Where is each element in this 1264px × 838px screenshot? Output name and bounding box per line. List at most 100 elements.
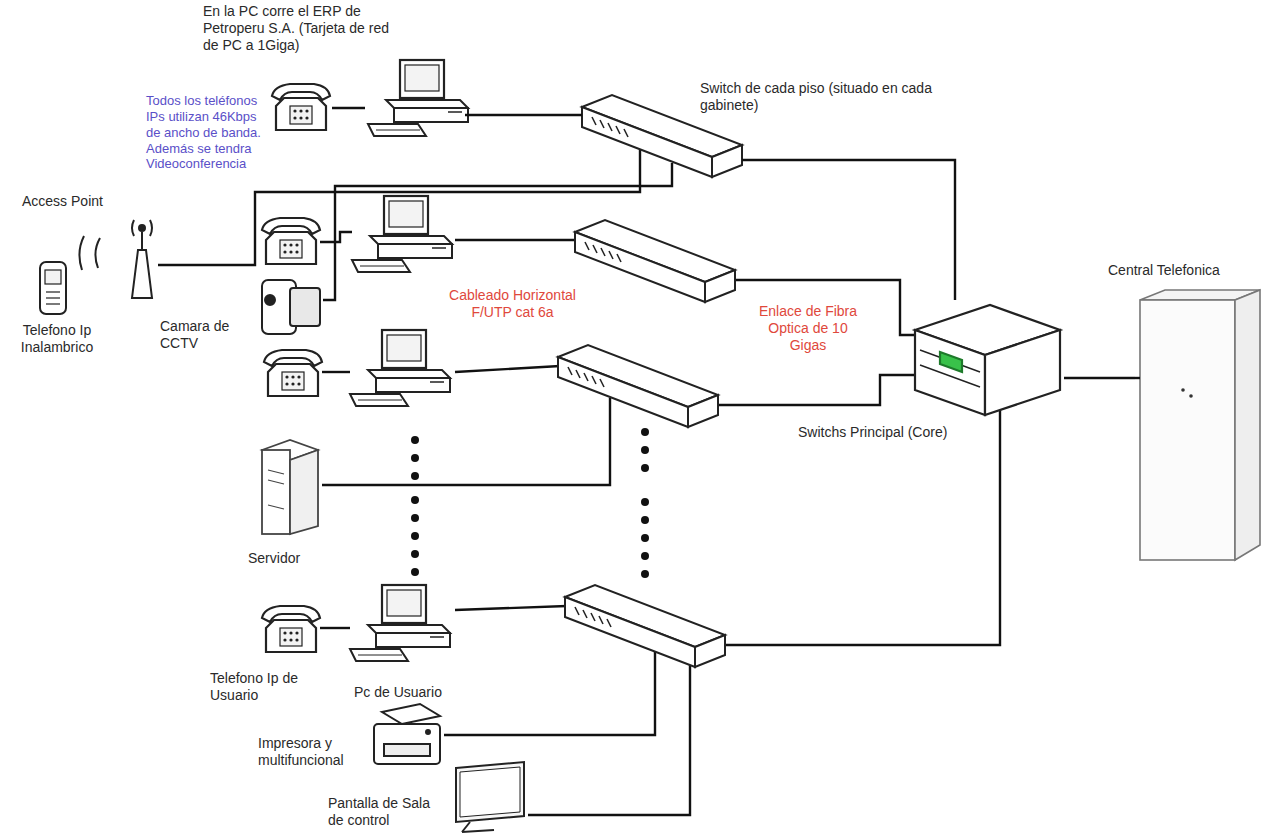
screen-icon-part xyxy=(462,822,470,832)
access-point-icon xyxy=(79,220,152,298)
device-caption: En la PC corre el ERP de Petroperu S.A. … xyxy=(203,3,398,54)
wire-part xyxy=(444,652,655,735)
wire-part xyxy=(528,665,690,815)
continuation-dots-part xyxy=(641,498,649,506)
device-node: Pc de Usuario xyxy=(348,580,458,668)
note-text: Todos los teléfonos IPs utilizan 46Kbps … xyxy=(146,93,270,172)
device-caption: Access Point xyxy=(22,193,122,210)
core-switch-icon-part xyxy=(940,352,962,372)
device-node: Camara de CCTV xyxy=(255,268,323,338)
camera-icon-part xyxy=(265,295,275,305)
wire-part xyxy=(455,239,578,241)
printer-icon-part xyxy=(374,724,440,764)
server-icon-part xyxy=(262,450,290,534)
device-node: Switch de cada piso (situado en cada gab… xyxy=(582,95,742,177)
pc-icon xyxy=(368,60,468,136)
wireless-phone-icon-part xyxy=(46,303,60,304)
continuation-dots-part xyxy=(411,436,419,444)
device-caption: Impresora y multifuncional xyxy=(258,735,370,769)
continuation-dots-part xyxy=(411,514,419,522)
access-point-icon-part xyxy=(141,232,143,250)
cable-note: Cableado Horizontal F/UTP cat 6a xyxy=(430,287,595,321)
exchange-link xyxy=(1135,377,1140,379)
continuation-dots-part xyxy=(411,550,419,558)
wire-part xyxy=(455,606,567,610)
camera-icon-part xyxy=(290,288,320,326)
wireless-phone-icon-part xyxy=(45,270,61,284)
camera-icon xyxy=(262,280,320,334)
printer-icon-part xyxy=(382,704,440,724)
device-caption: Pantalla de Sala de control xyxy=(328,795,440,829)
continuation-dots xyxy=(411,428,649,578)
link-note: Enlace de Fibra Optica de 10 Gigas xyxy=(756,303,860,354)
core-switch-icon-part xyxy=(915,330,985,415)
screen-icon-part xyxy=(456,762,524,822)
wire-part xyxy=(455,366,560,372)
wire-part xyxy=(320,232,352,242)
device-node: Servidor xyxy=(258,440,320,535)
phone-exchange-icon-part xyxy=(1181,388,1185,392)
wire xyxy=(158,108,1000,815)
device-node: Central Telefonica xyxy=(1135,290,1262,562)
pc-icon xyxy=(350,585,450,661)
phone-icon xyxy=(262,218,320,264)
server-icon-part xyxy=(290,450,318,534)
access-point-icon-part xyxy=(79,236,84,270)
phone-icon xyxy=(262,606,320,652)
phone-exchange-icon-part xyxy=(1189,394,1193,398)
access-point-icon-part xyxy=(132,220,134,236)
device-node: Telefono Ip Inalambrico xyxy=(35,258,73,318)
continuation-dots-part xyxy=(641,552,649,560)
wireless-phone-icon-part xyxy=(46,291,60,292)
server-icon-part xyxy=(268,505,284,509)
core-switch-icon-part xyxy=(985,330,1060,415)
device-caption: Servidor xyxy=(248,550,328,567)
continuation-dots-part xyxy=(641,534,649,542)
device-node: En la PC corre el ERP de Petroperu S.A. … xyxy=(365,60,465,138)
continuation-dots-part xyxy=(411,568,419,576)
continuation-dots-part xyxy=(641,446,649,454)
device-caption: Pc de Usuario xyxy=(354,684,474,701)
wire-part xyxy=(718,375,915,405)
network-link xyxy=(465,114,582,116)
device-node: Telefono Ip de Usuario xyxy=(258,598,324,656)
screen-icon xyxy=(456,762,524,832)
continuation-dots-part xyxy=(411,496,419,504)
phone-icon xyxy=(272,84,330,130)
printer-icon-part xyxy=(384,744,430,756)
switch-icon xyxy=(558,345,718,427)
access-point-icon-part xyxy=(139,225,145,231)
wireless-phone-icon-part xyxy=(46,297,60,298)
device-node: Impresora y multifuncional xyxy=(370,702,444,770)
switch-icon xyxy=(565,585,725,667)
screen-icon-part xyxy=(460,767,520,817)
device-caption: Switch de cada piso (situado en cada gab… xyxy=(700,80,955,114)
continuation-dots-part xyxy=(641,464,649,472)
pc-icon xyxy=(350,330,450,406)
wire-part xyxy=(320,627,350,629)
continuation-dots-part xyxy=(411,532,419,540)
continuation-dots-part xyxy=(641,516,649,524)
screen-icon-part xyxy=(462,830,494,832)
wire-part xyxy=(322,398,610,485)
network-link xyxy=(742,160,955,300)
switch-icon xyxy=(575,220,735,302)
device-caption: Switchs Principal (Core) xyxy=(798,424,998,441)
device-node: Access Point xyxy=(118,212,163,302)
device-caption: Telefono Ip Inalambrico xyxy=(2,322,112,356)
continuation-dots-part xyxy=(411,454,419,462)
printer-icon xyxy=(374,704,440,764)
network-link xyxy=(1064,377,1135,379)
continuation-dots-part xyxy=(641,570,649,578)
device-node: Switchs Principal (Core) xyxy=(908,300,1064,422)
device-caption: Camara de CCTV xyxy=(160,318,255,352)
wire-part xyxy=(322,371,350,373)
wireless-phone-icon-part xyxy=(40,262,66,314)
device-node: Pantalla de Sala de control xyxy=(450,760,528,834)
continuation-dots-part xyxy=(641,428,649,436)
phone-exchange-icon xyxy=(1140,290,1260,560)
access-point-icon-part xyxy=(95,238,100,268)
server-icon-part xyxy=(268,480,284,484)
continuation-dots-part xyxy=(411,472,419,480)
